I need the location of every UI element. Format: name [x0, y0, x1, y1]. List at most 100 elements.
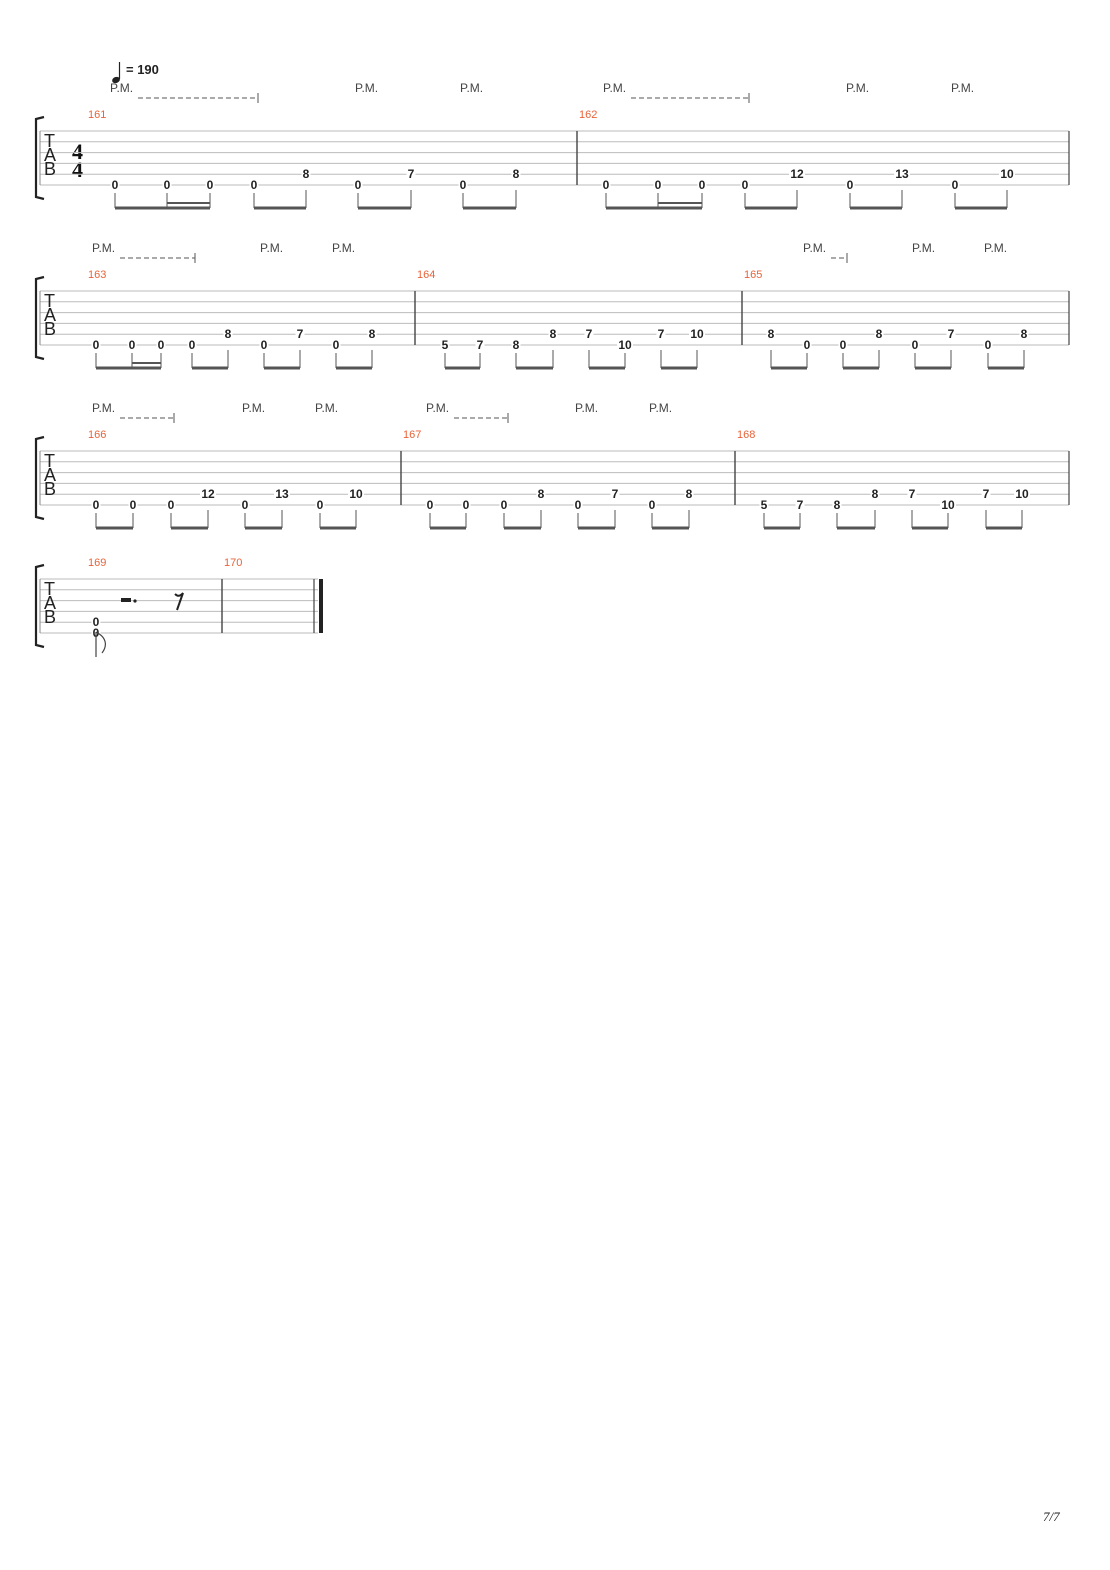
- fret-mask: [981, 488, 991, 501]
- fret-mask: [1014, 488, 1030, 501]
- fret-mask: [499, 499, 509, 511]
- palm-mute-label: P.M.: [846, 81, 869, 95]
- fret-number: 8: [513, 167, 520, 181]
- fret-mask: [315, 499, 325, 511]
- fret-mask: [795, 499, 805, 511]
- fret-number: 0: [93, 615, 100, 629]
- fret-number: 7: [948, 327, 955, 341]
- system-bracket: [34, 275, 45, 361]
- eighth-rest-icon: [174, 592, 184, 611]
- tab-letter: B: [44, 319, 56, 339]
- time-signature-bottom: 4: [72, 157, 83, 182]
- fret-mask: [759, 499, 769, 511]
- fret-number: 0: [168, 498, 175, 512]
- fret-number: 0: [251, 178, 258, 192]
- palm-mute-label: P.M.: [575, 401, 598, 415]
- tab-letter: B: [44, 607, 56, 627]
- fret-number: 10: [1000, 167, 1014, 181]
- fret-number: 10: [1015, 487, 1029, 501]
- fret-number: 5: [761, 498, 768, 512]
- fret-mask: [425, 499, 435, 511]
- fret-number: 0: [985, 338, 992, 352]
- fret-number: 8: [872, 487, 879, 501]
- fret-mask: [910, 339, 920, 351]
- fret-number: 7: [797, 498, 804, 512]
- measure-number: 168: [737, 429, 755, 441]
- fret-number: 0: [952, 178, 959, 192]
- fret-mask: [573, 499, 583, 511]
- fret-number: 8: [1021, 327, 1028, 341]
- fret-mask: [91, 616, 101, 629]
- fret-number: 7: [909, 487, 916, 501]
- fret-number: 8: [369, 327, 376, 341]
- tempo-text: = 190: [126, 62, 159, 77]
- fret-number: 8: [550, 327, 557, 341]
- palm-mute-label: P.M.: [242, 401, 265, 415]
- fret-number: 0: [655, 178, 662, 192]
- fret-number: 8: [225, 327, 232, 341]
- fret-number: 7: [586, 327, 593, 341]
- palm-mute-label: P.M.: [912, 241, 935, 255]
- fret-mask: [162, 179, 172, 191]
- fret-mask: [200, 488, 216, 501]
- fret-mask: [461, 499, 471, 511]
- fret-mask: [301, 168, 311, 181]
- fret-number: 8: [834, 498, 841, 512]
- fret-mask: [353, 179, 363, 191]
- fret-mask: [802, 339, 812, 351]
- fret-number: 0: [840, 338, 847, 352]
- fret-mask: [845, 179, 855, 191]
- palm-mute-label: P.M.: [332, 241, 355, 255]
- fret-number: 7: [297, 327, 304, 341]
- fret-number: 7: [658, 327, 665, 341]
- fret-number: 0: [575, 498, 582, 512]
- fret-mask: [249, 179, 259, 191]
- measure-number: 170: [224, 557, 242, 569]
- fret-mask: [1019, 328, 1029, 341]
- palm-mute-label: P.M.: [649, 401, 672, 415]
- measure-number: 162: [579, 109, 597, 121]
- fret-number: 0: [804, 338, 811, 352]
- tab-letter: T: [44, 451, 55, 471]
- half-rest-icon: [121, 598, 131, 602]
- fret-number: 0: [847, 178, 854, 192]
- fret-number: 0: [649, 498, 656, 512]
- fret-number: 7: [408, 167, 415, 181]
- fret-mask: [91, 499, 101, 511]
- palm-mute-label: P.M.: [260, 241, 283, 255]
- fret-number: 0: [603, 178, 610, 192]
- fret-mask: [617, 339, 633, 351]
- measure-number: 161: [88, 109, 106, 121]
- fret-number: 0: [463, 498, 470, 512]
- fret-mask: [536, 488, 546, 501]
- fret-number: 8: [686, 487, 693, 501]
- tab-letter: B: [44, 159, 56, 179]
- fret-number: 0: [261, 338, 268, 352]
- fret-number: 5: [442, 338, 449, 352]
- measure-number: 163: [88, 269, 106, 281]
- fret-mask: [295, 328, 305, 341]
- fret-number: 0: [93, 498, 100, 512]
- palm-mute-label: P.M.: [355, 81, 378, 95]
- fret-mask: [999, 168, 1015, 181]
- fret-mask: [647, 499, 657, 511]
- palm-mute-label: P.M.: [803, 241, 826, 255]
- tab-letter: T: [44, 131, 55, 151]
- measure-number: 165: [744, 269, 762, 281]
- fret-mask: [950, 179, 960, 191]
- tab-letter: B: [44, 479, 56, 499]
- fret-number: 0: [317, 498, 324, 512]
- fret-mask: [240, 499, 250, 511]
- quarter-note-icon: [112, 76, 120, 84]
- palm-mute-label: P.M.: [984, 241, 1007, 255]
- fret-mask: [601, 179, 611, 191]
- fret-number: 0: [333, 338, 340, 352]
- fret-mask: [440, 339, 450, 351]
- palm-mute-label: P.M.: [951, 81, 974, 95]
- fret-mask: [656, 328, 666, 341]
- fret-number: 0: [699, 178, 706, 192]
- measure-number: 169: [88, 557, 106, 569]
- fret-number: 10: [618, 338, 632, 352]
